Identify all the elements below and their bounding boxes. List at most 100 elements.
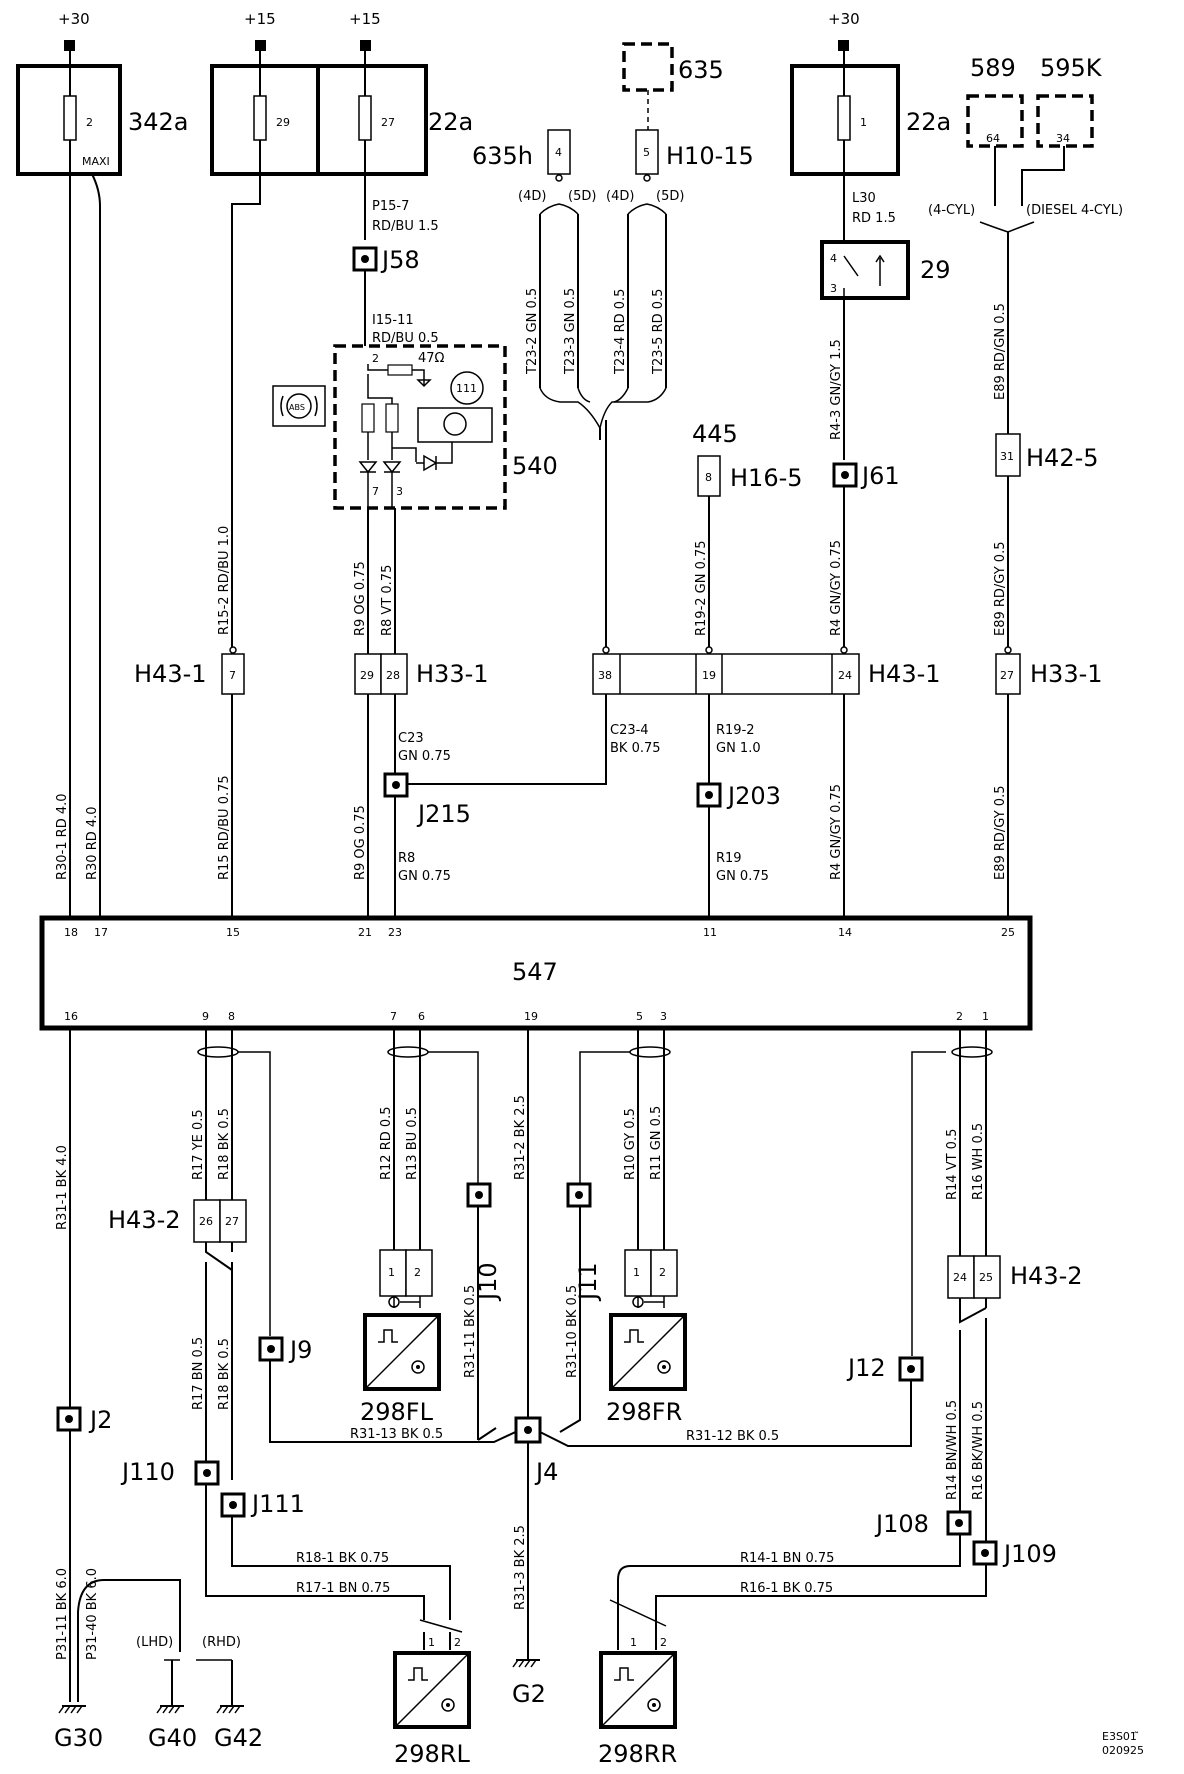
junction-label: J58 [380,246,420,274]
wire-label: R19 [716,851,742,866]
junction-j111: J111 [220,1490,305,1518]
connector-label: H33-1 [1030,660,1103,688]
wire-label: R8 [398,851,415,866]
wire-label: R14 BN/WH 0.5 [945,1400,960,1500]
junction-j10: J10 [466,1182,502,1302]
module-pin: 21 [358,926,372,939]
module-pin: 8 [228,1010,235,1023]
connector-label: H33-1 [416,660,489,688]
wire-label: R15 RD/BU 0.75 [217,775,232,880]
wire-label: E89 RD/GN 0.5 [993,303,1008,400]
supply-label: +30 [58,10,90,28]
module-pin: 9 [202,1010,209,1023]
junction-label: J109 [1002,1540,1057,1568]
wire-label: R31-12 BK 0.5 [686,1429,779,1444]
junction-j215: J215 [383,772,471,828]
pin-label: 27 [1000,669,1014,682]
ground-g42: G42 [214,1724,263,1752]
junction-label: J111 [250,1490,305,1518]
supply-label: +30 [828,10,860,28]
component-id: 540 [512,452,558,480]
pin-label: 31 [1000,450,1014,463]
wire-label: R31-3 BK 2.5 [513,1525,528,1610]
wire-label: R12 RD 0.5 [379,1106,394,1180]
wire-label: T23-3 GN 0.5 [563,288,578,375]
component-id: 589 [970,54,1016,82]
module-pin: 6 [418,1010,425,1023]
wire-label: GN 0.75 [398,749,451,764]
component-595k: 595K 34 [1036,54,1103,148]
wire-label: BK 0.75 [610,741,661,756]
connector-h42-5: 31 H42-5 [995,433,1099,477]
wire-label: R16-1 BK 0.75 [740,1581,833,1596]
pin-label: 1 [630,1636,637,1649]
wire-label: R13 BU 0.5 [405,1107,420,1180]
connector-h10-15: 5 H10-15 [635,129,754,175]
pin-label: 3 [396,485,403,498]
pin-label: 8 [705,471,712,484]
pin-label: 29 [276,116,290,129]
junction-j61: J61 [832,462,900,490]
pin-label: 2 [454,1636,461,1649]
wire-label: R14 VT 0.5 [945,1129,960,1200]
wire-label: E89 RD/GY 0.5 [993,542,1008,637]
pin-label: 1 [428,1636,435,1649]
pin-label: 24 [838,669,852,682]
junction-j110: J110 [120,1458,220,1486]
wire-label: R17 YE 0.5 [191,1109,206,1180]
component-id: H16-5 [730,464,803,492]
junction-j4: J4 [514,1416,558,1486]
wire-label: R9 OG 0.75 [353,805,368,880]
wire-label: RD 1.5 [852,211,896,226]
ground-label: G30 [54,1724,103,1752]
variant-label: (5D) [656,189,684,204]
ground-g40: G40 [148,1724,197,1752]
module-pin: 23 [388,926,402,939]
module-pin: 15 [226,926,240,939]
module-pin: 17 [94,926,108,939]
junction-label: J108 [874,1510,929,1538]
connector-h43-1-left: H43-1 7 [134,653,245,695]
connector-h16-5: 445 8 H16-5 [692,420,803,497]
pin-label: 3 [830,282,837,295]
wire-label: I15-11 [372,313,414,328]
wire-label: RD/BU 1.5 [372,219,439,234]
module-pin: 14 [838,926,852,939]
wire-label: R18 BK 0.5 [217,1108,232,1180]
abs-warning-icon: ABS [272,385,326,427]
pin-label: 27 [381,116,395,129]
fuse-342a: +30 2 MAXI 342a [16,10,189,176]
pin-label: 2 [372,352,379,365]
component-id: H10-15 [666,142,754,170]
pin-label: 34 [1056,132,1070,145]
wire-label: R16 BK/WH 0.5 [971,1401,986,1500]
wire-label: R16 WH 0.5 [971,1123,986,1200]
component-id: 22a [428,108,473,136]
wire-label: R14-1 BN 0.75 [740,1551,834,1566]
component-id: 547 [512,958,558,986]
component-635h: 635h 4 [472,129,571,175]
variant-label: (4D) [518,189,546,204]
component-id: H42-5 [1026,444,1099,472]
pin-label: 2 [86,116,93,129]
pin-label: 26 [199,1215,213,1228]
component-id: 635h [472,142,533,170]
module-pin: 2 [956,1010,963,1023]
junction-label: J203 [726,782,781,810]
connector-h33-1-right: 27 H33-1 [995,653,1103,695]
wire-label: P31-40 BK 6.0 [85,1568,100,1660]
drawing-code: E3S01 ̃ [1102,1730,1139,1743]
module-pin: 7 [390,1010,397,1023]
component-id: 298FR [606,1398,682,1426]
pin-label: 2 [414,1266,421,1279]
wire-label: R11 GN 0.5 [649,1106,664,1180]
drawing-date: 020925 [1102,1744,1144,1757]
wire-label: R4-3 GN/GY 1.5 [829,339,844,440]
connector-label: H43-2 [1010,1262,1083,1290]
wire-label: R31-1 BK 4.0 [55,1145,70,1230]
wire-label: R31-2 BK 2.5 [513,1095,528,1180]
junction-label: J110 [120,1458,175,1486]
pin-label: 4 [830,252,837,265]
component-id: 29 [920,256,951,284]
